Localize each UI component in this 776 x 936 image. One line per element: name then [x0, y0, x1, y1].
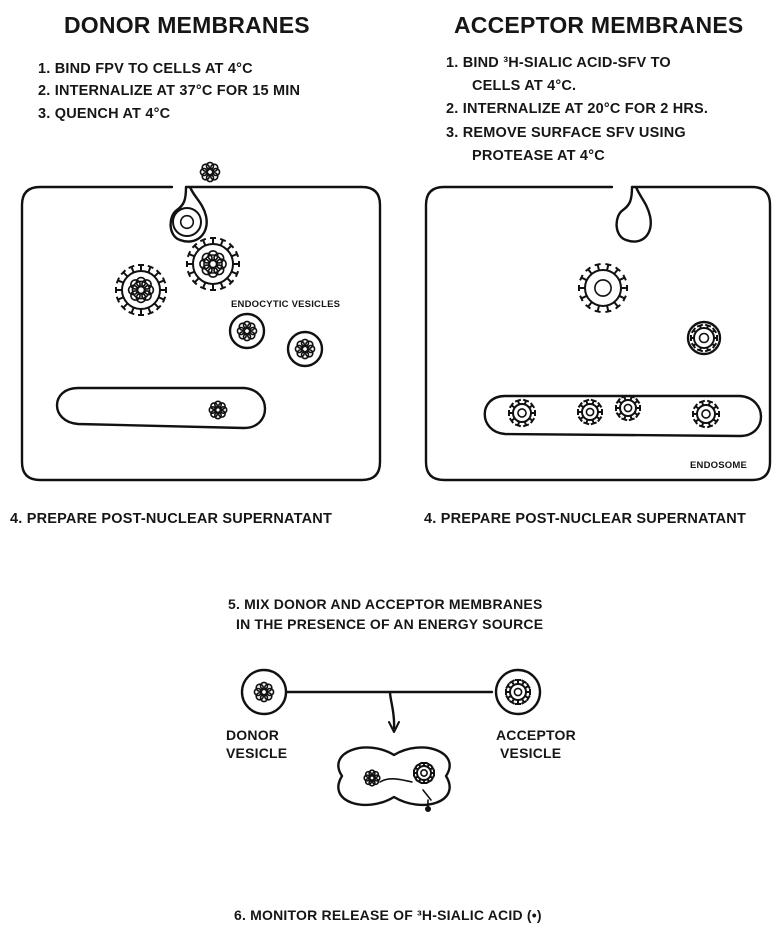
acceptor-step-3a: 3. REMOVE SURFACE SFV USING [446, 126, 686, 141]
monitor-step: 6. MONITOR RELEASE OF ³H-SIALIC ACID (•) [234, 908, 542, 922]
donor-step-1: 1. BIND FPV TO CELLS AT 4°C [38, 62, 253, 77]
endosome-label: ENDOSOME [690, 461, 747, 471]
transfer-arrow [380, 779, 412, 782]
acceptor-vesicle-core [691, 325, 717, 352]
donor-endosome [57, 388, 265, 428]
acceptor-endosome-virus-4 [693, 401, 719, 428]
donor-vesicle-2-core [295, 339, 314, 358]
donor-virus-2 [187, 238, 239, 290]
acceptor-virus-1 [579, 264, 627, 312]
donor-cell-membrane [22, 187, 380, 480]
fused-acceptor-core [414, 763, 434, 783]
donor-pit-ghost [173, 208, 201, 236]
acceptor-step-3b: PROTEASE AT 4°C [472, 149, 605, 164]
acceptor-endosome-virus-3 [616, 396, 640, 421]
mix-donor-core [254, 682, 273, 701]
acceptor-vesicle-circle [496, 670, 540, 714]
acceptor-step-2: 2. INTERNALIZE AT 20°C FOR 2 HRS. [446, 102, 708, 117]
donor-vesicle-label-2: VESICLE [226, 746, 287, 760]
donor-vesicle-1-core [237, 321, 256, 340]
donor-endosome-core [209, 401, 226, 418]
acceptor-prepare: 4. PREPARE POST-NUCLEAR SUPERNATANT [424, 512, 746, 527]
acceptor-endosome-virus-2 [578, 400, 602, 425]
acceptor-vesicle-label-2: VESICLE [500, 746, 561, 760]
mix-step-line-2: IN THE PRESENCE OF AN ENERGY SOURCE [236, 617, 543, 631]
donor-virus-1 [116, 265, 166, 315]
donor-endocytic-vesicle-2 [288, 332, 322, 366]
mix-step-line-1: 5. MIX DONOR AND ACCEPTOR MEMBRANES [228, 597, 543, 611]
acceptor-step-1b: CELLS AT 4°C. [472, 79, 576, 94]
acceptor-step-1a: 1. BIND ³H-SIALIC ACID-SFV TO [446, 56, 671, 71]
donor-prepare: 4. PREPARE POST-NUCLEAR SUPERNATANT [10, 512, 332, 527]
endocytic-vesicles-label: ENDOCYTIC VESICLES [231, 300, 340, 310]
donor-vesicle-label-1: DONOR [226, 728, 279, 742]
donor-surface-virus [200, 162, 219, 181]
sialic-acid-dot [426, 807, 431, 812]
donor-step-2: 2. INTERNALIZE AT 37°C FOR 15 MIN [38, 84, 300, 99]
donor-step-3: 3. QUENCH AT 4°C [38, 107, 170, 122]
acceptor-title: ACCEPTOR MEMBRANES [454, 14, 743, 37]
acceptor-vesicle-label-1: ACCEPTOR [496, 728, 576, 742]
mix-acceptor-core [506, 680, 530, 704]
fused-donor-core [364, 770, 380, 786]
donor-title: DONOR MEMBRANES [64, 14, 310, 37]
donor-vesicle-circle [242, 670, 286, 714]
donor-endocytic-vesicle-1 [230, 314, 264, 348]
virus-particles [116, 162, 719, 811]
acceptor-endosome-virus-1 [509, 400, 535, 427]
